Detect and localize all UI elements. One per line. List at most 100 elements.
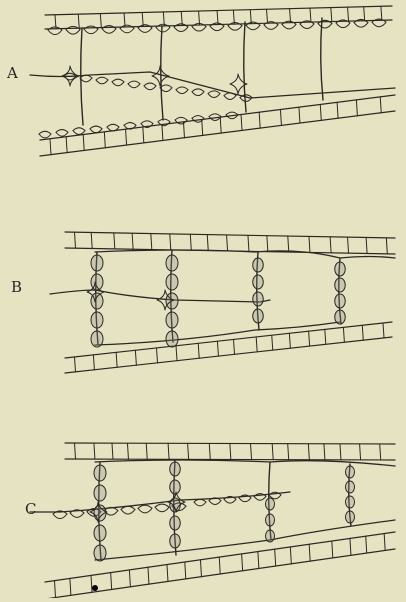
a-middle-bead — [176, 87, 188, 90]
a-lower-bead — [209, 114, 221, 117]
a-lower-bead — [107, 124, 119, 127]
c-lower-epidermis-cell-wall — [242, 554, 243, 571]
a-middle-bead — [96, 80, 108, 84]
c-bead — [94, 545, 106, 561]
b-bead — [335, 310, 346, 324]
b-lower-epidermis-cell-wall — [157, 348, 158, 363]
b-upper-epidermis-cell-wall — [348, 237, 349, 253]
a-middle-bead — [144, 83, 156, 86]
c-upper-epidermis-cell-wall — [324, 444, 325, 460]
c-lower-epidermis-cell-wall — [275, 549, 276, 566]
a-middle-bead — [144, 86, 156, 90]
b-upper-epidermis-cell-wall — [207, 235, 208, 251]
a-lower-epidermis-cell-wall — [220, 117, 221, 133]
c-upper-epidermis-cell-wall — [308, 444, 309, 460]
a-upper-epidermis-outer — [45, 6, 392, 15]
c-lower-epidermis-cell-wall — [366, 536, 367, 553]
b-bead — [253, 309, 264, 323]
b-bead — [253, 275, 264, 289]
a-cell-wall — [321, 18, 323, 100]
a-lower-bead — [73, 128, 85, 131]
b-upper-epidermis-cell-wall — [309, 236, 310, 252]
b-bead — [253, 258, 264, 272]
a-upper-bead — [300, 24, 314, 29]
c-bead — [94, 485, 106, 501]
a-upper-epidermis-cell-wall — [348, 7, 349, 21]
a-lower-epidermis-cell-wall — [299, 107, 300, 123]
c-upper-epidermis-cell-wall — [230, 443, 231, 459]
c-upper-epidermis-cell-wall — [94, 443, 95, 459]
b-lower-epidermis-cell-wall — [325, 329, 326, 344]
b-upper-epidermis-cell-wall — [330, 237, 331, 253]
c-lower-epidermis-cell-wall — [219, 557, 220, 574]
a-upper-bead — [336, 23, 350, 28]
a-lower-epidermis-cell-wall — [143, 127, 144, 143]
panel-b-drawing — [50, 232, 395, 373]
c-bead — [170, 480, 181, 494]
a-lower-bead — [39, 131, 51, 134]
a-middle-bead — [224, 96, 236, 100]
a-lower-epidermis-cell-wall — [83, 135, 84, 151]
a-lower-epidermis-cell-wall — [183, 122, 184, 138]
a-middle-bead — [192, 92, 204, 96]
a-middle-bead — [176, 90, 188, 94]
c-bead-horizontal — [121, 509, 135, 514]
panel-label-b: B — [11, 278, 22, 296]
c-lower-epidermis-cell-wall — [129, 570, 130, 587]
c-small-circle — [92, 585, 98, 591]
c-lower-epidermis-cell-wall — [91, 575, 92, 592]
c-upper-epidermis-cell-wall — [112, 443, 113, 459]
c-upper-epidermis-cell-wall — [127, 443, 128, 459]
a-upper-epidermis-cell-wall — [100, 14, 101, 28]
c-upper-epidermis-cell-wall — [168, 443, 169, 459]
c-bead-horizontal — [53, 514, 67, 519]
c-bead-horizontal — [194, 502, 206, 506]
c-lower-epidermis-cell-wall — [290, 547, 291, 564]
b-bead — [335, 262, 346, 276]
c-upper-epidermis-cell-wall — [380, 444, 381, 460]
a-lower-epidermis-cell-wall — [66, 137, 67, 153]
a-middle-bead — [208, 91, 220, 94]
a-middle-bead — [80, 78, 92, 82]
a-upper-bead — [102, 29, 116, 34]
a-middle-bead — [160, 85, 172, 88]
b-bead — [335, 278, 346, 292]
b-lower-epidermis-cell-wall — [343, 327, 344, 342]
a-upper-bead — [318, 23, 332, 28]
a-upper-bead — [192, 27, 206, 32]
c-lower-epidermis-cell-wall — [167, 565, 168, 582]
b-lower-epidermis-cell-wall — [75, 357, 76, 372]
c-bead — [346, 511, 355, 523]
b-lower-epidermis-inner — [65, 337, 392, 373]
b-upper-epidermis-cell-wall — [227, 235, 228, 251]
c-bead — [346, 481, 355, 493]
a-lower-epidermis-cell-wall — [202, 119, 203, 135]
c-upper-epidermis-cell-wall — [146, 443, 147, 459]
b-lower-epidermis-cell-wall — [309, 331, 310, 346]
a-cell-wall — [161, 26, 163, 120]
c-upper-epidermis-cell-wall — [340, 444, 341, 460]
a-upper-epidermis-cell-wall — [124, 13, 125, 27]
c-upper-epidermis-cell-wall — [75, 443, 76, 459]
c-lower-epidermis-cell-wall — [258, 552, 259, 569]
a-middle-bead — [112, 79, 124, 82]
a-middle-bead — [192, 89, 204, 92]
a-upper-epidermis-cell-wall — [310, 8, 311, 22]
b-upper-epidermis-cell-wall — [386, 238, 387, 254]
b-bead — [253, 292, 264, 306]
c-bead-horizontal — [155, 504, 169, 507]
c-upper-epidermis-cell-wall — [360, 444, 361, 460]
b-bead — [166, 331, 178, 347]
c-lower-epidermis-cell-wall — [384, 534, 385, 551]
b-upper-epidermis-cell-wall — [170, 234, 171, 250]
a-upper-bead — [264, 25, 278, 30]
panel-a-drawing — [30, 6, 395, 156]
a-upper-epidermis-cell-wall — [381, 6, 382, 20]
a-upper-bead — [228, 26, 242, 31]
a-upper-bead — [282, 24, 296, 29]
b-upper-epidermis-cell-wall — [267, 236, 268, 252]
b-upper-epidermis-cell-wall — [91, 232, 92, 248]
a-lower-epidermis-cell-wall — [241, 115, 242, 131]
a-lower-bead — [39, 134, 51, 138]
a-upper-bead — [372, 22, 386, 27]
